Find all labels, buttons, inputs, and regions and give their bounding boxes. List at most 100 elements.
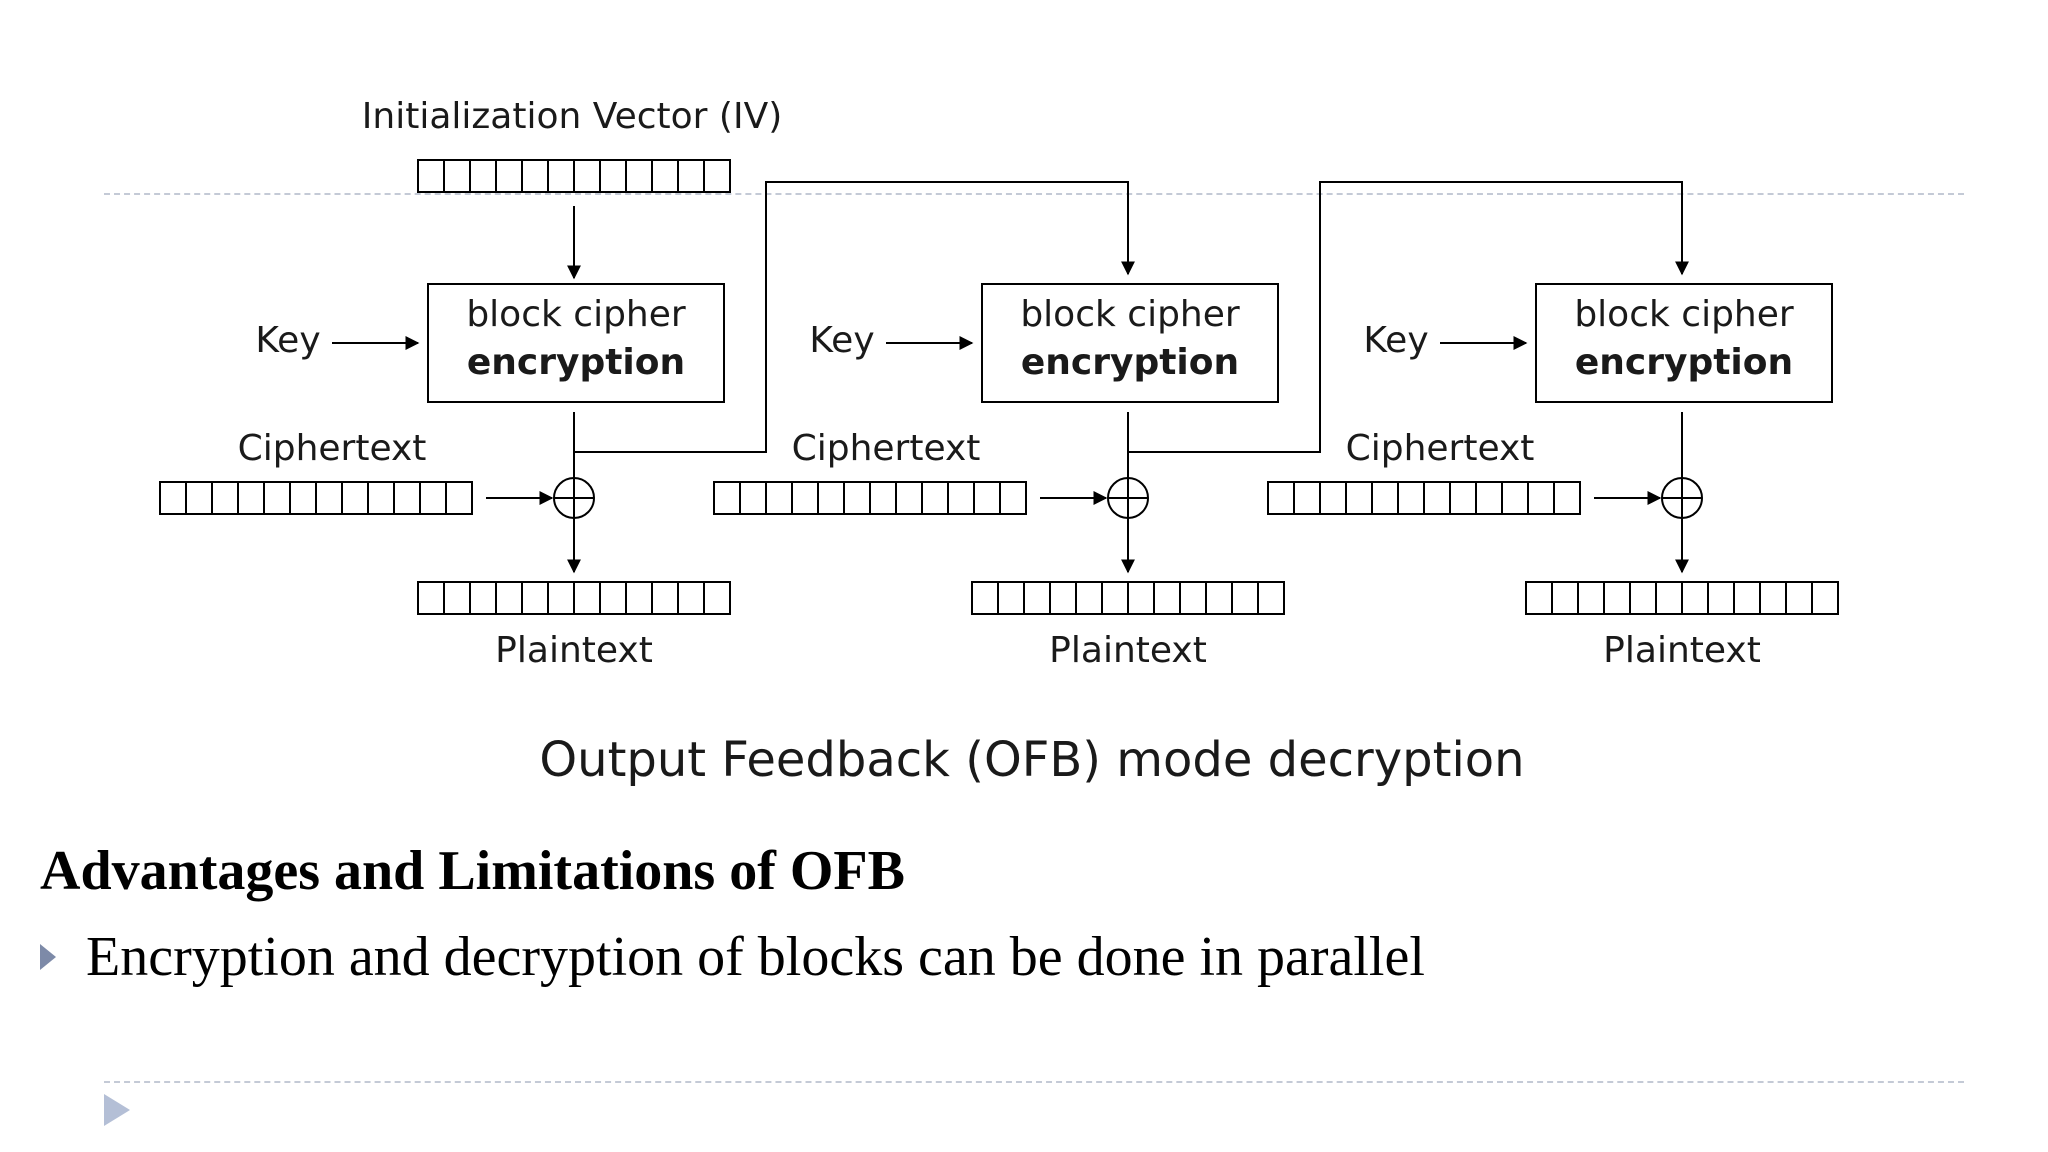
register-cell [1785, 581, 1813, 615]
register-cell [1023, 581, 1051, 615]
ciphertext-label: Ciphertext [792, 428, 981, 469]
register-cell [703, 159, 731, 193]
key-label: Key [255, 320, 320, 361]
slide-heading: Advantages and Limitations of OFB [40, 840, 905, 902]
register-cell [1319, 481, 1347, 515]
register-cell [1231, 581, 1259, 615]
key-label: Key [809, 320, 874, 361]
register-cell [1733, 581, 1761, 615]
register-cell [1629, 581, 1657, 615]
register-cell [1257, 581, 1285, 615]
register-cell [1707, 581, 1735, 615]
register-cell [895, 481, 923, 515]
register-cell [947, 481, 975, 515]
register-cell [341, 481, 369, 515]
register-cell [495, 159, 523, 193]
register-cell [1371, 481, 1399, 515]
register-cell [469, 159, 497, 193]
diagram-caption: Output Feedback (OFB) mode decryption [539, 732, 1524, 788]
cipher-line1: block cipher [1020, 294, 1240, 335]
register-cell [547, 159, 575, 193]
register-cell [625, 159, 653, 193]
feedback-line-2 [1128, 181, 1689, 453]
register-cell [1449, 481, 1477, 515]
plaintext-label: Plaintext [495, 630, 653, 671]
register-cell [1475, 481, 1503, 515]
register-cell [997, 581, 1025, 615]
bullet-item: Encryption and decryption of blocks can … [40, 925, 1425, 989]
feedback-line-1 [574, 181, 1135, 453]
register-cell [417, 581, 445, 615]
block-cipher-box [427, 283, 725, 403]
register-cell [417, 159, 445, 193]
register-cell [765, 481, 793, 515]
register-cell [1293, 481, 1321, 515]
top-divider [104, 193, 1964, 195]
ciphertext-label: Ciphertext [238, 428, 427, 469]
plaintext-label: Plaintext [1049, 630, 1207, 671]
register-cell [1577, 581, 1605, 615]
block-cipher-box [981, 283, 1279, 403]
register-cell [237, 481, 265, 515]
register-cell [445, 481, 473, 515]
register-cell [1153, 581, 1181, 615]
cipher-line2: encryption [1575, 342, 1793, 383]
register-cell [973, 481, 1001, 515]
register-cell [469, 581, 497, 615]
register-cell [573, 581, 601, 615]
register-cell [367, 481, 395, 515]
plaintext-register [1525, 581, 1839, 615]
register-cell [1205, 581, 1233, 615]
register-cell [1101, 581, 1129, 615]
ciphertext-register [1267, 481, 1581, 515]
register-cell [521, 581, 549, 615]
key-label: Key [1363, 320, 1428, 361]
register-cell [1345, 481, 1373, 515]
register-cell [677, 581, 705, 615]
stage-2: Key block cipher encryption Ciphertext P… [713, 283, 1285, 671]
register-cell [159, 481, 187, 515]
stage-1: Key block cipher encryption Ciphertext P… [159, 283, 731, 671]
stage-3: Key block cipher encryption Ciphertext P… [1267, 283, 1839, 671]
register-cell [547, 581, 575, 615]
register-cell [185, 481, 213, 515]
register-cell [739, 481, 767, 515]
register-cell [263, 481, 291, 515]
register-cell [1501, 481, 1529, 515]
register-cell [999, 481, 1027, 515]
iv-label: Initialization Vector (IV) [362, 96, 782, 137]
register-cell [869, 481, 897, 515]
register-cell [713, 481, 741, 515]
cipher-line2: encryption [467, 342, 685, 383]
plaintext-register [971, 581, 1285, 615]
register-cell [1527, 481, 1555, 515]
register-cell [599, 581, 627, 615]
bullet-text: Encryption and decryption of blocks can … [86, 926, 1425, 988]
register-cell [625, 581, 653, 615]
ofb-diagram: Initialization Vector (IV) Key block cip… [159, 96, 1839, 788]
register-cell [419, 481, 447, 515]
register-cell [315, 481, 343, 515]
register-cell [521, 159, 549, 193]
register-cell [443, 159, 471, 193]
cipher-line1: block cipher [1574, 294, 1794, 335]
bottom-divider [104, 1081, 1964, 1083]
register-cell [1397, 481, 1425, 515]
register-cell [651, 581, 679, 615]
xor-circle-plus-icon [1661, 477, 1703, 519]
ciphertext-label: Ciphertext [1346, 428, 1535, 469]
cipher-line2: encryption [1021, 342, 1239, 383]
register-cell [1075, 581, 1103, 615]
register-cell [1049, 581, 1077, 615]
register-cell [1423, 481, 1451, 515]
play-triangle-icon [104, 1094, 130, 1126]
plaintext-label: Plaintext [1603, 630, 1761, 671]
register-cell [921, 481, 949, 515]
ciphertext-register [713, 481, 1027, 515]
register-cell [1553, 481, 1581, 515]
register-cell [1127, 581, 1155, 615]
register-cell [1655, 581, 1683, 615]
register-cell [703, 581, 731, 615]
register-cell [843, 481, 871, 515]
register-cell [1551, 581, 1579, 615]
